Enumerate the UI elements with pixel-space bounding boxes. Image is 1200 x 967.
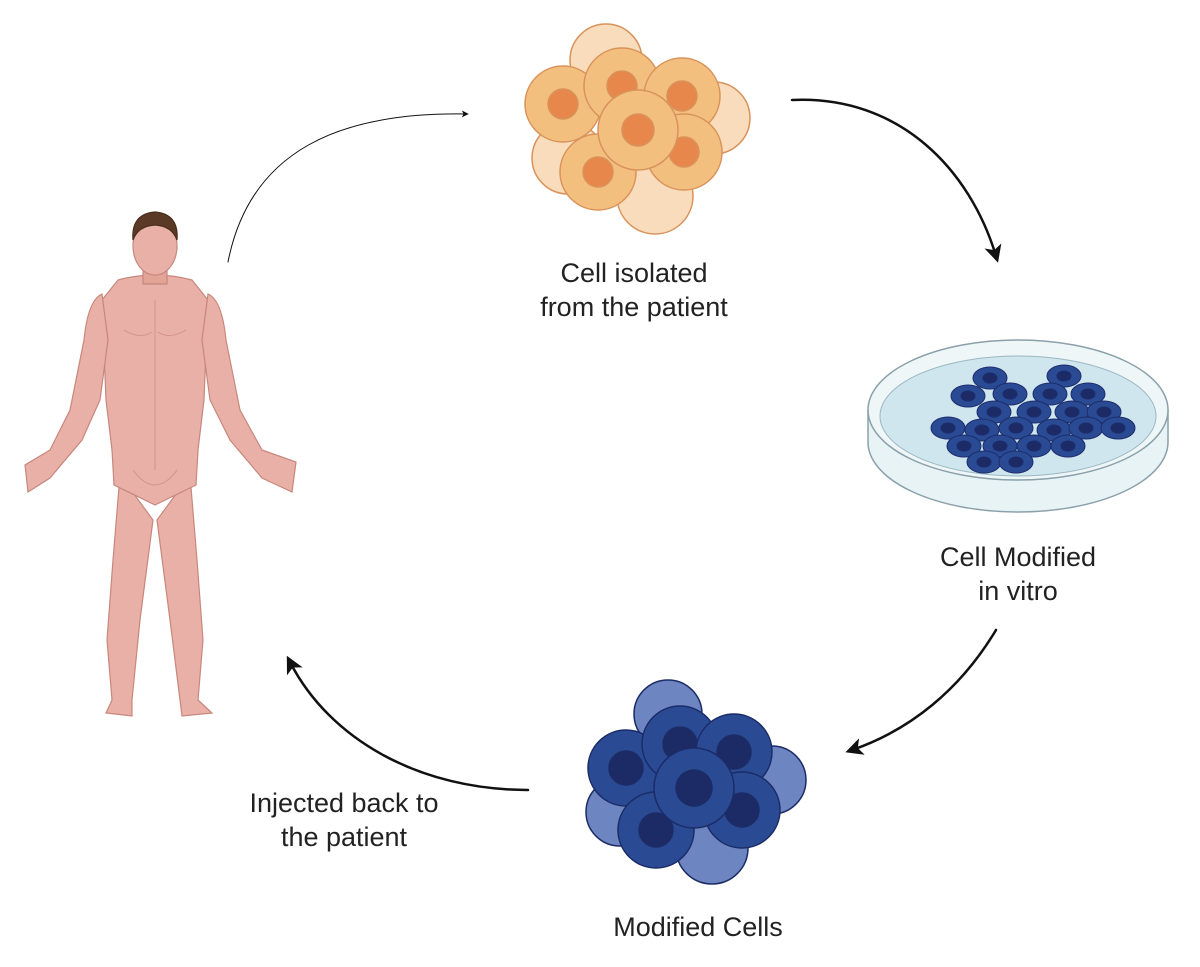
arrow-body-to-isolated <box>227 110 469 263</box>
dish-blue-cells <box>930 364 1136 474</box>
label-cell-modified-line2: in vitro <box>978 576 1058 606</box>
petri-dish-icon <box>867 339 1169 513</box>
arrow-isolated-to-dish <box>790 98 1002 263</box>
label-cell-isolated-line2: from the patient <box>540 292 728 322</box>
human-body-icon <box>24 211 297 717</box>
cycle-arrows <box>227 98 1002 792</box>
blue-cell-cluster-icon <box>585 679 807 885</box>
label-injected-back: Injected back to the patient <box>214 786 474 854</box>
arrow-modified-cells-to-body <box>286 655 530 792</box>
arrow-dish-to-modified-cells <box>845 628 998 755</box>
label-injected-line1: Injected back to <box>249 788 439 818</box>
label-modified-cells-line1: Modified Cells <box>613 912 783 942</box>
label-modified-cells: Modified Cells <box>568 910 828 944</box>
label-cell-modified-line1: Cell Modified <box>939 542 1097 572</box>
label-cell-isolated-line1: Cell isolated <box>560 258 708 288</box>
label-cell-modified-in-vitro: Cell Modified in vitro <box>898 540 1138 608</box>
orange-cell-cluster-icon <box>524 23 751 235</box>
label-cell-isolated: Cell isolated from the patient <box>504 256 764 324</box>
label-injected-line2: the patient <box>280 822 408 852</box>
